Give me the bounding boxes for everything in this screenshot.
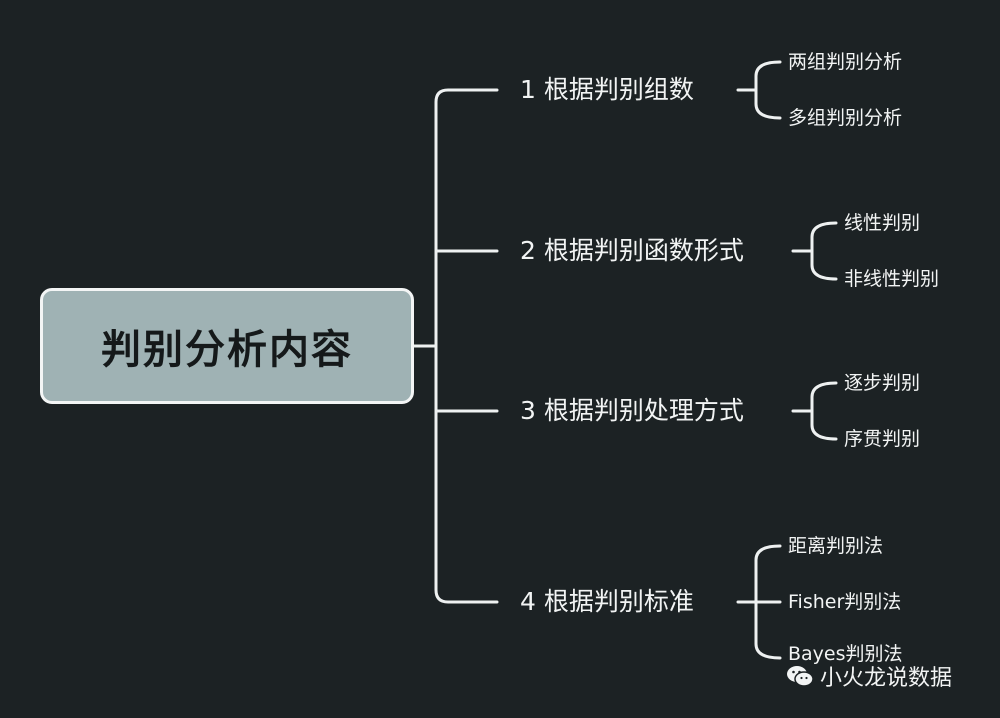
wechat-icon bbox=[787, 666, 814, 687]
leaf-bracket-4 bbox=[754, 544, 782, 660]
leaf-bracket-1 bbox=[754, 60, 782, 120]
branch-label-3[interactable]: 3 根据判别处理方式 bbox=[520, 396, 744, 425]
root-label: 判别分析内容 bbox=[101, 327, 353, 373]
leaf-label[interactable]: Bayes判别法 bbox=[788, 643, 903, 665]
watermark-text: 小火龙说数据 bbox=[820, 666, 953, 691]
leaf-label[interactable]: 序贯判别 bbox=[844, 428, 921, 450]
leaf-bracket-3 bbox=[810, 381, 838, 441]
leaf-label[interactable]: Fisher判别法 bbox=[788, 591, 902, 613]
leaf-label[interactable]: 两组判别分析 bbox=[788, 51, 903, 73]
leaf-label[interactable]: 逐步判别 bbox=[844, 372, 921, 394]
root-node[interactable]: 判别分析内容 bbox=[40, 288, 414, 404]
watermark: 小火龙说数据 bbox=[786, 660, 952, 692]
leaf-bracket-2 bbox=[810, 221, 838, 281]
leaf-label[interactable]: 线性判别 bbox=[844, 212, 921, 234]
branch-label-1[interactable]: 1 根据判别组数 bbox=[520, 75, 694, 104]
trunk-line bbox=[434, 88, 499, 604]
leaf-label[interactable]: 多组判别分析 bbox=[788, 107, 903, 129]
branch-label-2[interactable]: 2 根据判别函数形式 bbox=[520, 236, 744, 265]
leaf-label[interactable]: 非线性判别 bbox=[844, 268, 940, 290]
branch-label-4[interactable]: 4 根据判别标准 bbox=[520, 587, 694, 616]
leaf-label[interactable]: 距离判别法 bbox=[788, 535, 884, 557]
